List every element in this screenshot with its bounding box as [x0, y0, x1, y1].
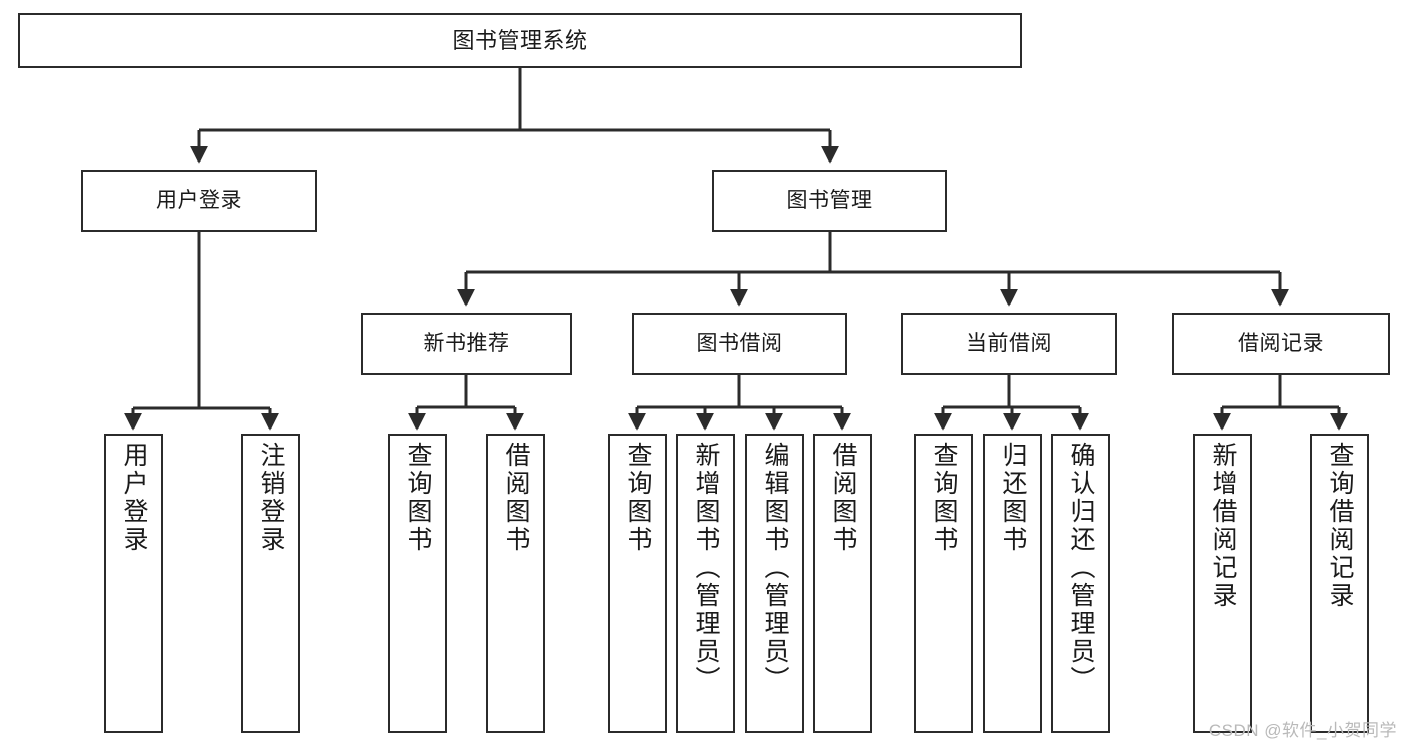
node-label: 图书管理系统 — [452, 27, 588, 53]
node-user-login[interactable]: 用户登录 — [81, 170, 317, 232]
leaf-borrow-book[interactable]: 借阅图书 — [813, 434, 872, 733]
node-root-system[interactable]: 图书管理系统 — [18, 13, 1022, 68]
leaf-logout[interactable]: 注销登录 — [241, 434, 300, 733]
node-label: 图书管理 — [786, 188, 873, 212]
leaf-query-book-recommend[interactable]: 查询图书 — [388, 434, 447, 733]
node-label: 编辑图书（管理员） — [761, 442, 789, 694]
leaf-add-book-admin[interactable]: 新增图书（管理员） — [676, 434, 735, 733]
node-label: 用户登录 — [156, 188, 242, 212]
node-label: 新增借阅记录 — [1209, 442, 1237, 610]
leaf-query-book-current[interactable]: 查询图书 — [914, 434, 973, 733]
leaf-edit-book-admin[interactable]: 编辑图书（管理员） — [745, 434, 804, 733]
leaf-borrow-book-recommend[interactable]: 借阅图书 — [486, 434, 545, 733]
leaf-confirm-return-admin[interactable]: 确认归还（管理员） — [1051, 434, 1110, 733]
node-label: 借阅记录 — [1238, 331, 1324, 355]
node-label: 借阅图书 — [502, 442, 530, 554]
leaf-query-book-borrow[interactable]: 查询图书 — [608, 434, 667, 733]
leaf-add-borrow-record[interactable]: 新增借阅记录 — [1193, 434, 1252, 733]
node-label: 借阅图书 — [829, 442, 857, 554]
watermark: CSDN @软件_小贺同学 — [1208, 721, 1397, 740]
leaf-user-login[interactable]: 用户登录 — [104, 434, 163, 733]
node-label: 新书推荐 — [423, 331, 510, 355]
node-label: 新增图书（管理员） — [692, 442, 720, 694]
node-label: 查询借阅记录 — [1326, 442, 1354, 610]
node-label: 图书借阅 — [696, 331, 783, 355]
node-label: 查询图书 — [624, 442, 652, 554]
node-label: 用户登录 — [120, 442, 148, 554]
leaf-query-borrow-record[interactable]: 查询借阅记录 — [1310, 434, 1369, 733]
node-label: 归还图书 — [999, 442, 1027, 554]
node-label: 查询图书 — [930, 442, 958, 554]
node-label: 确认归还（管理员） — [1067, 442, 1095, 694]
node-borrow-record[interactable]: 借阅记录 — [1172, 313, 1390, 375]
node-book-management[interactable]: 图书管理 — [712, 170, 947, 232]
leaf-return-book[interactable]: 归还图书 — [983, 434, 1042, 733]
node-label: 当前借阅 — [966, 331, 1052, 355]
node-current-borrow[interactable]: 当前借阅 — [901, 313, 1117, 375]
node-new-book-recommend[interactable]: 新书推荐 — [361, 313, 572, 375]
node-label: 注销登录 — [257, 442, 285, 554]
node-label: 查询图书 — [404, 442, 432, 554]
node-book-borrow[interactable]: 图书借阅 — [632, 313, 847, 375]
